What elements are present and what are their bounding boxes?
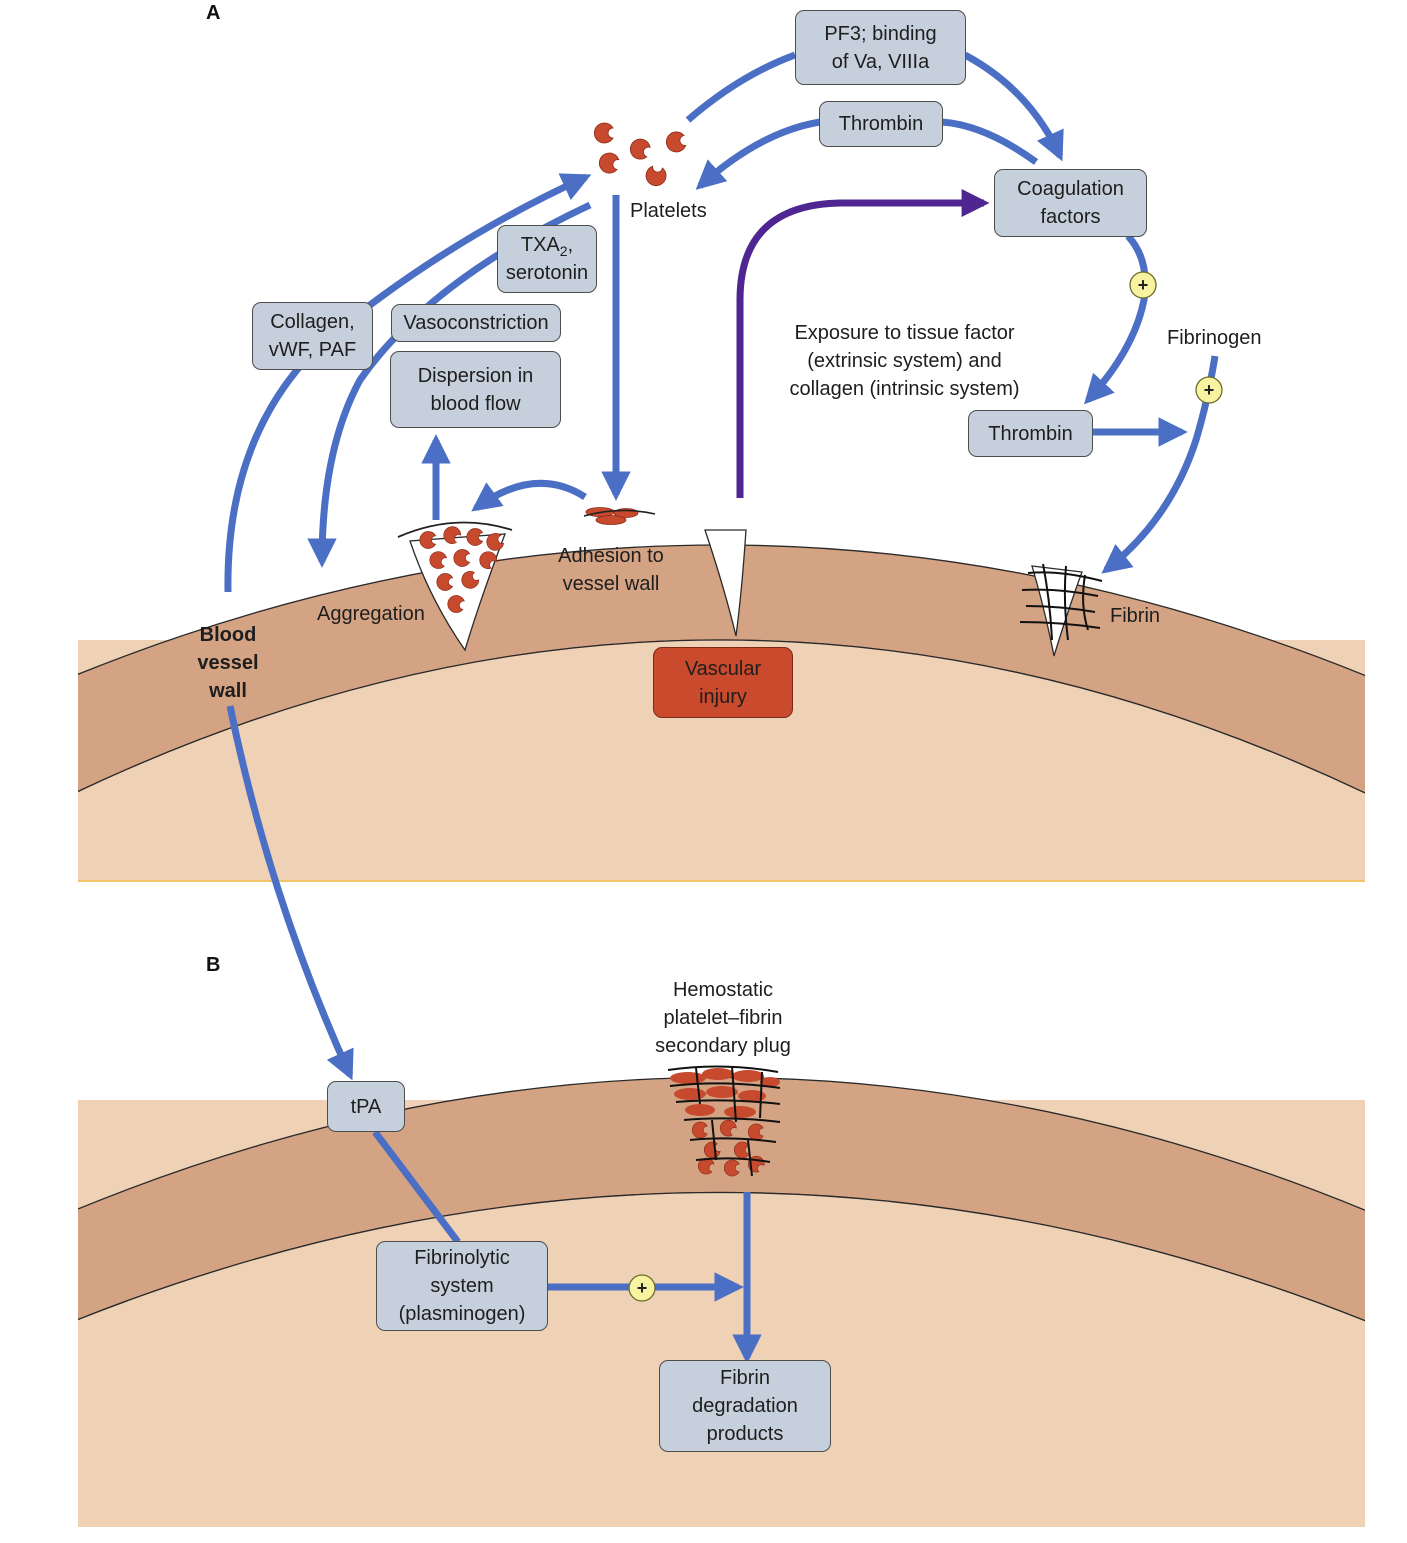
platelets-cluster (593, 122, 687, 188)
arrow-injury-to-coag (736, 189, 990, 498)
vascular-injury-box: Vascular injury (653, 647, 793, 718)
hemostatic-line1: Hemostatic (672, 979, 774, 1001)
fdp-line2: degradation (692, 1395, 798, 1417)
fibrinolytic-line3: (plasminogen) (398, 1303, 526, 1325)
txa2-main: TXA (520, 234, 560, 256)
tpa-label: tPA (350, 1095, 382, 1118)
fdp-line3: products (706, 1423, 784, 1445)
fibrin-label: Fibrin (1110, 605, 1161, 627)
fibrinolytic-line2: system (430, 1275, 494, 1297)
arrow-wall-to-tpa (226, 705, 354, 1081)
hemostatic-line2: platelet–fibrin (663, 1007, 783, 1029)
aggregation-label: Aggregation (317, 603, 425, 625)
arrow-platelets-to-pf3 (685, 51, 797, 123)
hemostatic-plug (667, 1065, 781, 1178)
coag-line2: factors (1040, 206, 1101, 228)
panel-letter-a: A (206, 2, 221, 24)
txa2-tail: , (567, 234, 574, 256)
adhesion-label: Adhesion to vessel wall (548, 542, 674, 598)
exposure-label: Exposure to tissue factor (extrinsic sys… (782, 319, 1027, 403)
aggregated-platelets (397, 521, 513, 615)
vessel-panel-a (78, 544, 1365, 880)
exposure-line2: (extrinsic system) and (807, 350, 1002, 372)
pf3-line1: PF3; binding (824, 22, 937, 45)
platelets-label: Platelets (630, 200, 707, 222)
exposure-line3: collagen (intrinsic system) (789, 378, 1020, 400)
collagen-line2: vWF, PAF (268, 339, 357, 361)
fibrin-wound (1031, 565, 1083, 657)
vessel-wall-line3: wall (209, 680, 247, 702)
adhesion-line2: vessel wall (562, 573, 660, 595)
arrow-coag-to-thrombin (941, 118, 1039, 165)
injury-line1: Vascular (684, 657, 762, 680)
thrombin-top-box: Thrombin (819, 101, 943, 147)
coag-line1: Coagulation (1017, 178, 1124, 200)
vessel-wall-line2: vessel (197, 652, 259, 674)
dispersion-box: Dispersion in blood flow (390, 351, 561, 428)
lumen-fill-a (78, 640, 1365, 880)
dispersion-line1: Dispersion in (417, 364, 534, 387)
fibrin-degradation-box: Fibrin degradation products (659, 1360, 831, 1452)
txa2-sub: 2 (559, 243, 568, 259)
exposure-line1: Exposure to tissue factor (794, 322, 1015, 344)
adhered-platelets (583, 507, 656, 525)
collagen-line1: Collagen, (270, 311, 355, 333)
pf3-line2: of Va, VIIIa (831, 50, 930, 73)
plus-sign-1: + (1138, 275, 1149, 295)
plus-sign-3: + (637, 1278, 648, 1298)
pf3-box: PF3; binding of Va, VIIIa (795, 10, 966, 85)
arrow-coag-to-thrombin-mid (1084, 233, 1149, 405)
plus-badge-coag: + (1129, 271, 1157, 299)
fdp-line1: Fibrin (719, 1367, 770, 1389)
tpa-box: tPA (327, 1081, 405, 1132)
thrombin-top-label: Thrombin (838, 113, 924, 135)
arrow-adhesion-to-aggregation (471, 479, 587, 512)
fibrin-mesh (1019, 563, 1103, 641)
thrombin-mid-box: Thrombin (968, 410, 1093, 457)
txa2-box: TXA2, serotonin (497, 225, 597, 293)
arrow-pf3-to-coag (963, 51, 1064, 162)
thrombin-mid-label: Thrombin (988, 422, 1073, 445)
plus-sign-2: + (1204, 380, 1215, 400)
injury-wound (704, 529, 747, 637)
arrow-thrombin-to-platelets (695, 118, 821, 190)
vessel-wall-line1: Blood (199, 624, 257, 646)
panel-letter-b: B (206, 954, 221, 976)
txa2-line2: serotonin (505, 262, 589, 284)
hemostatic-plug-label: Hemostatic platelet–fibrin secondary plu… (638, 976, 808, 1060)
hemostatic-line3: secondary plug (655, 1035, 791, 1057)
fibrinolytic-box: Fibrinolytic system (plasminogen) (376, 1241, 548, 1331)
plus-badge-fibrinolytic: + (628, 1274, 656, 1302)
vasoconstriction-label: Vasoconstriction (403, 312, 549, 334)
plus-badge-fibrinogen: + (1195, 376, 1223, 404)
fibrinogen-label: Fibrinogen (1167, 327, 1262, 349)
line-tpa-to-fibrinolytic (372, 1129, 461, 1245)
coagulation-factors-box: Coagulation factors (994, 169, 1147, 237)
adhesion-line1: Adhesion to (558, 545, 664, 567)
vasoconstriction-box: Vasoconstriction (391, 304, 561, 342)
dispersion-line2: blood flow (430, 392, 521, 415)
vessel-wall-label: Blood vessel wall (190, 621, 266, 705)
collagen-box: Collagen, vWF, PAF (252, 302, 373, 370)
injury-line2: injury (699, 685, 747, 708)
fibrinolytic-line1: Fibrinolytic (414, 1247, 510, 1269)
